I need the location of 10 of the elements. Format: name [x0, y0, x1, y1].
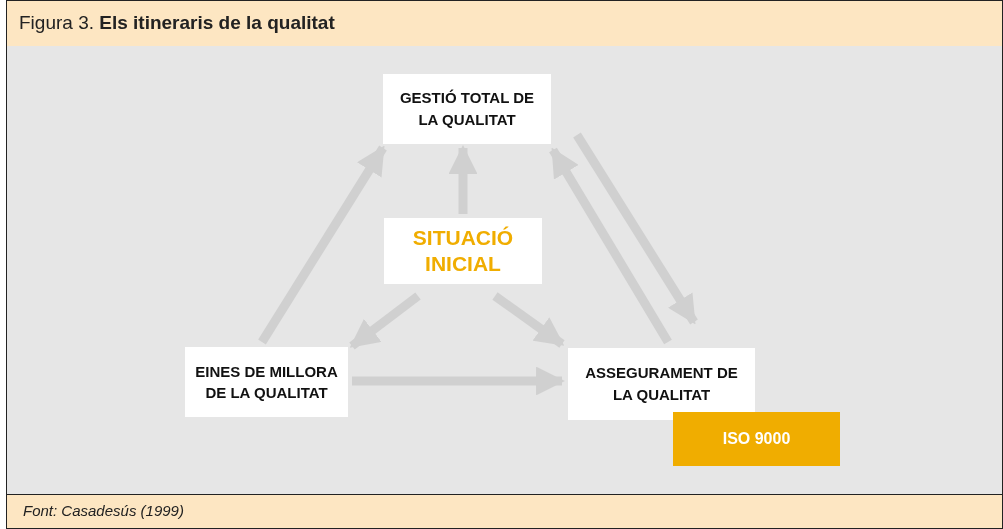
- concept-box: EINES DE MILLORA DE LA QUALITAT: [185, 347, 348, 417]
- arrow: [258, 145, 387, 345]
- source-caption: Font: Casadesús (1999): [23, 501, 184, 522]
- arrow: [349, 292, 421, 350]
- figure-title: Figura 3. Els itineraris de la qualitat: [19, 11, 335, 36]
- concept-box: SITUACIÓ INICIAL: [384, 218, 542, 284]
- concept-box: ASSEGURAMENT DE LA QUALITAT: [568, 348, 755, 420]
- standard-badge: ISO 9000: [673, 412, 840, 466]
- arrow: [448, 145, 478, 214]
- concept-box: GESTIÓ TOTAL DE LA QUALITAT: [383, 74, 551, 144]
